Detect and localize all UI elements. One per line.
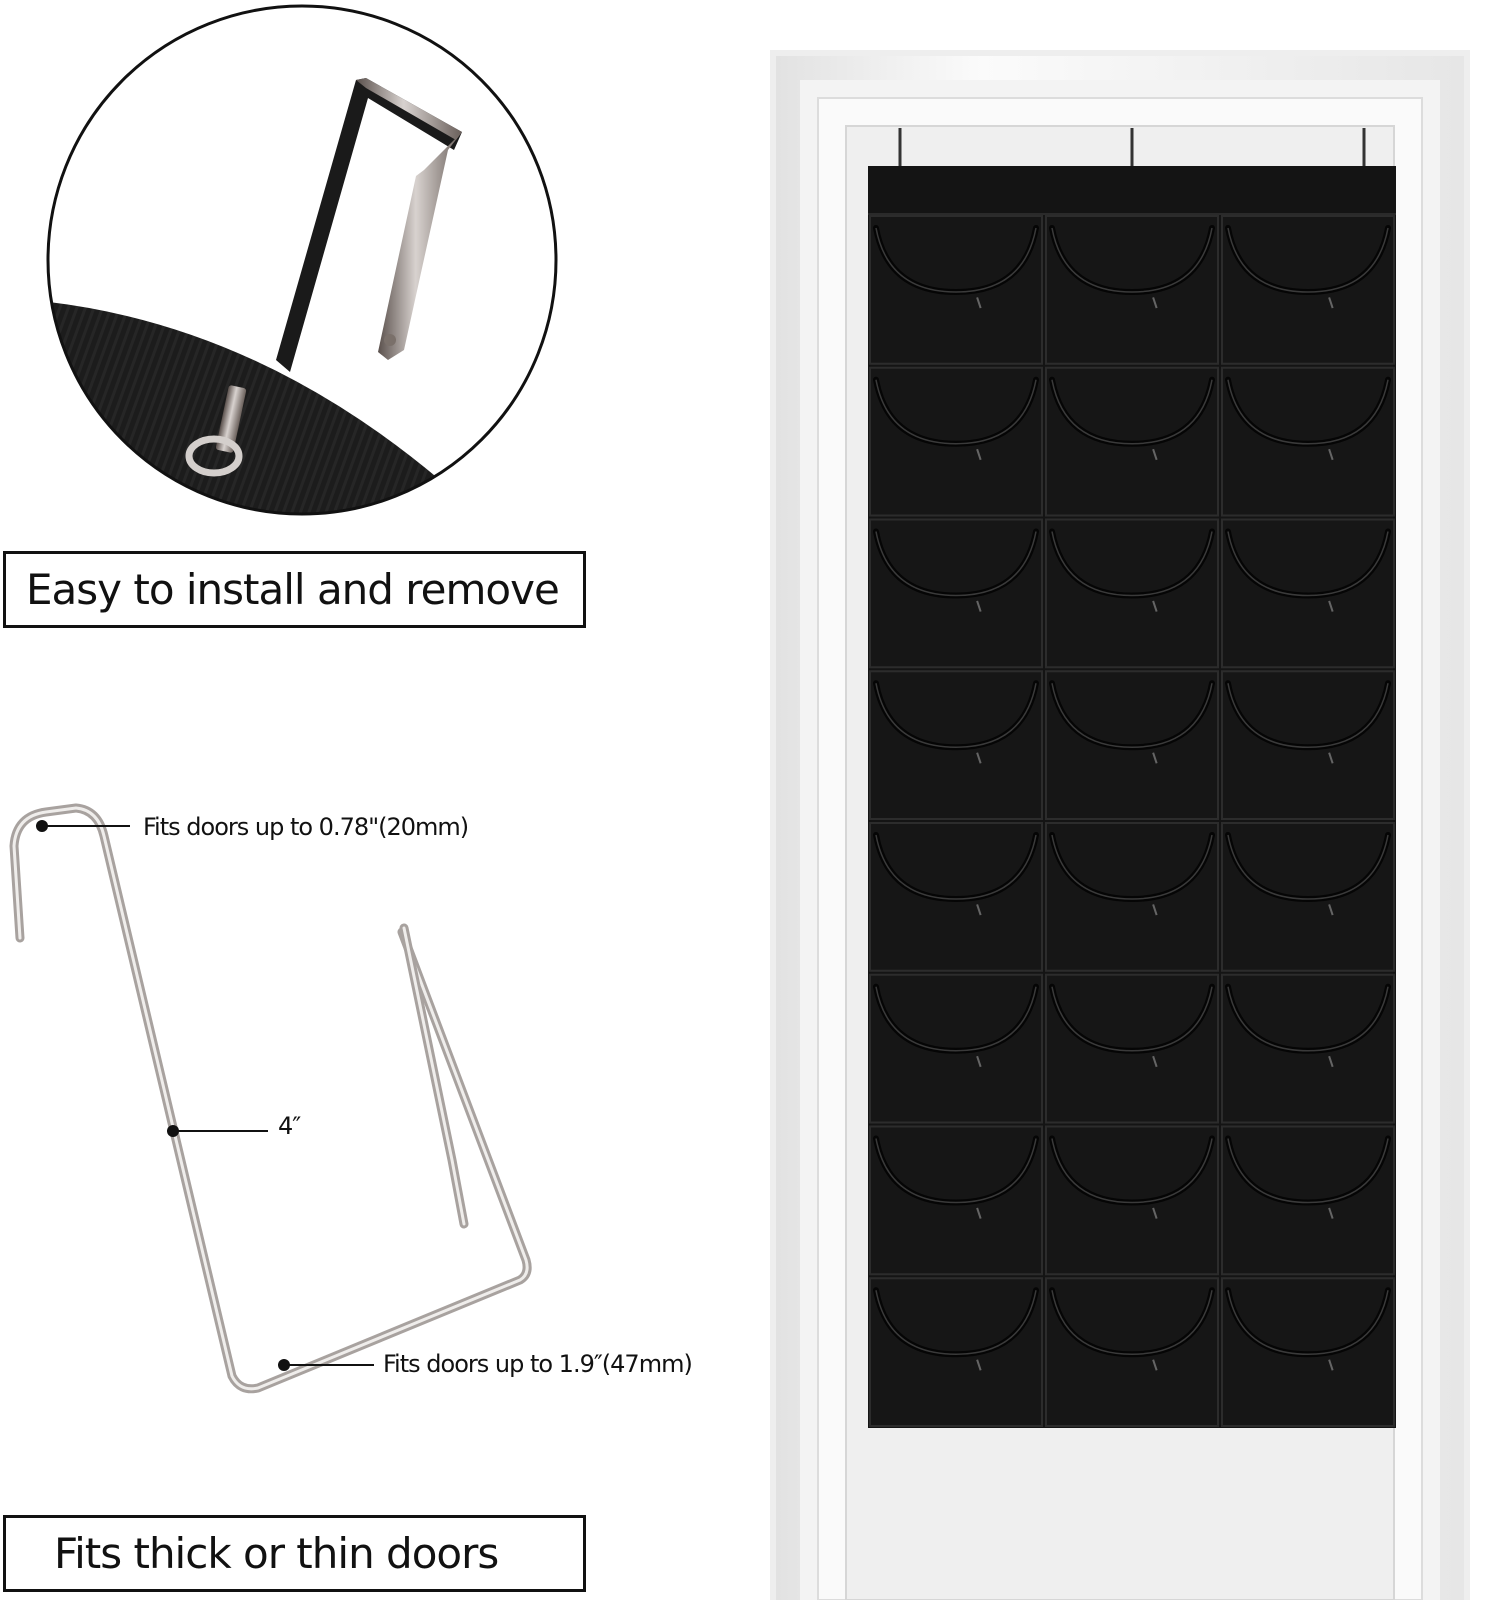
shoe-pocket [1045, 1277, 1219, 1427]
shoe-pocket [1221, 1277, 1395, 1427]
shoe-pocket [869, 822, 1043, 972]
shoe-pocket [869, 670, 1043, 820]
bottom-clearance-label: Fits doors up to 1.9″(47mm) [383, 1350, 693, 1378]
caption-easy-install: Easy to install and remove [3, 551, 586, 628]
shoe-pocket [869, 215, 1043, 365]
shoe-pocket [1045, 822, 1219, 972]
shoe-pocket [1045, 973, 1219, 1124]
hook-length-label: 4″ [278, 1112, 301, 1140]
caption-thick-thin-doors: Fits thick or thin doors [3, 1515, 586, 1592]
shoe-pocket [1045, 366, 1219, 517]
top-clearance-label: Fits doors up to 0.78"(20mm) [143, 813, 469, 841]
shoe-pocket [1221, 215, 1395, 365]
shoe-pocket [869, 1125, 1043, 1276]
caption-thick-thin-doors-text: Fits thick or thin doors [54, 1529, 499, 1578]
shoe-pocket [1045, 670, 1219, 820]
door-with-organizer-illustration [770, 50, 1470, 1600]
length-dimension-leader [167, 1125, 268, 1137]
hook-dimension-illustration [9, 803, 532, 1394]
shoe-pocket [1045, 215, 1219, 365]
hook-closeup-illustration [46, 4, 558, 516]
hook-arm-closeup [276, 78, 462, 372]
shoe-pocket [1045, 1125, 1219, 1276]
hook-tongue-closeup [378, 132, 462, 360]
caption-easy-install-text: Easy to install and remove [26, 565, 560, 614]
grommet-closeup [185, 435, 243, 477]
top-dimension-leader [36, 820, 130, 832]
shoe-pocket [1221, 973, 1395, 1124]
shoe-pocket [1221, 822, 1395, 972]
shoe-pocket [869, 366, 1043, 517]
shoe-organizer [868, 128, 1396, 1428]
hook-wire [9, 803, 532, 1394]
shoe-pocket [1221, 670, 1395, 820]
shoe-pocket [1221, 1125, 1395, 1276]
shoe-pocket [869, 973, 1043, 1124]
hanger-tab-closeup [215, 385, 247, 453]
shoe-pocket [869, 518, 1043, 669]
shoe-pocket [1045, 518, 1219, 669]
shoe-pocket [1221, 366, 1395, 517]
shoe-pocket [1221, 518, 1395, 669]
bottom-dimension-leader [278, 1359, 374, 1371]
shoe-pocket [869, 1277, 1043, 1427]
